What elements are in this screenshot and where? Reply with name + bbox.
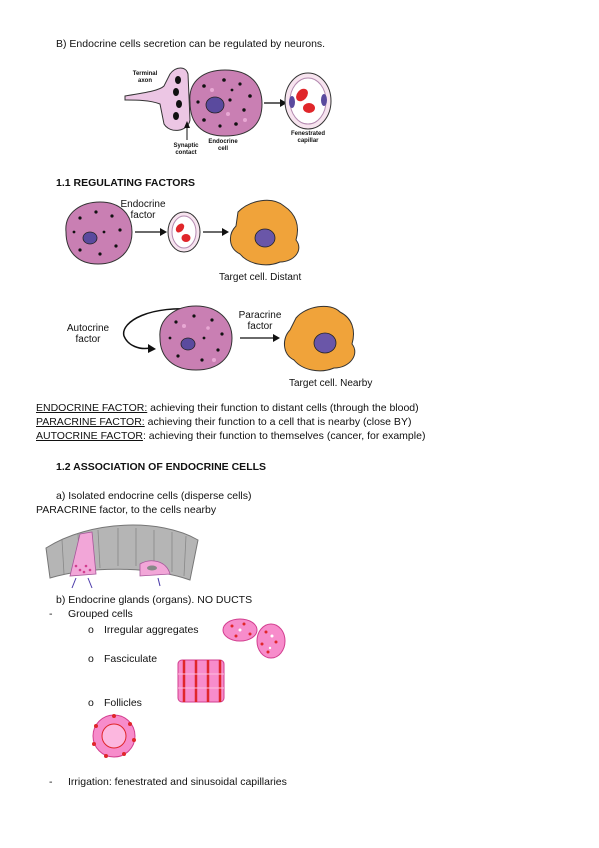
definition-term: ENDOCRINE FACTOR: [36,402,148,414]
fasciculate-label: Fasciculate [104,653,158,665]
definition-endocrine: ENDOCRINE FACTOR: achieving their functi… [36,402,419,415]
definition-text: achieving their function to a cell that … [144,416,412,428]
definition-text: : achieving their function to themselves… [142,430,426,442]
paracrine-factor-label: Paracrine factor [238,310,282,332]
endocrine-cell-label: Endocrine cell [208,139,238,152]
terminal-axon-label: Terminal axon [132,71,158,84]
grouped-bullet: - [49,608,53,620]
grouped-cells-label: Grouped cells [68,608,133,620]
definition-paracrine: PARACRINE FACTOR: achieving their functi… [36,416,411,429]
fenestrated-capillar-label: Fenestrated capillar [290,131,325,144]
sub-bullet: o [88,624,94,636]
irregular-aggregates-label: Irregular aggregates [104,624,199,636]
synaptic-contact-label: Synaptic contact [173,143,199,156]
definition-term: PARACRINE FACTOR: [36,416,145,428]
irrigation-label: Irrigation: fenestrated and sinusoidal c… [68,776,287,788]
paracrine-note: PARACRINE factor, to the cells nearby [36,504,217,516]
item-b: b) Endocrine glands (organs). NO DUCTS [56,594,253,606]
endocrine-factor-label: Endocrine factor [120,199,166,221]
irrigation-bullet: - [49,776,53,788]
item-a: a) Isolated endocrine cells (disperse ce… [56,490,252,502]
definition-autocrine: AUTOCRINE FACTOR: achieving their functi… [36,430,425,443]
sub-bullet: o [88,697,94,709]
section-1-1-heading: 1.1 REGULATING FACTORS [56,177,196,189]
definition-text: achieving their function to distant cell… [147,402,419,414]
sub-bullet: o [88,653,94,665]
section-1-2-heading: 1.2 ASSOCIATION OF ENDOCRINE CELLS [56,461,267,473]
target-nearby-label: Target cell. Nearby [289,378,373,389]
autocrine-factor-label: Autocrine factor [66,323,110,345]
definition-term: AUTOCRINE FACTOR [36,430,143,442]
follicles-label: Follicles [104,697,142,709]
section-b-title: B) Endocrine cells secretion can be regu… [56,38,326,50]
target-distant-label: Target cell. Distant [219,272,302,283]
